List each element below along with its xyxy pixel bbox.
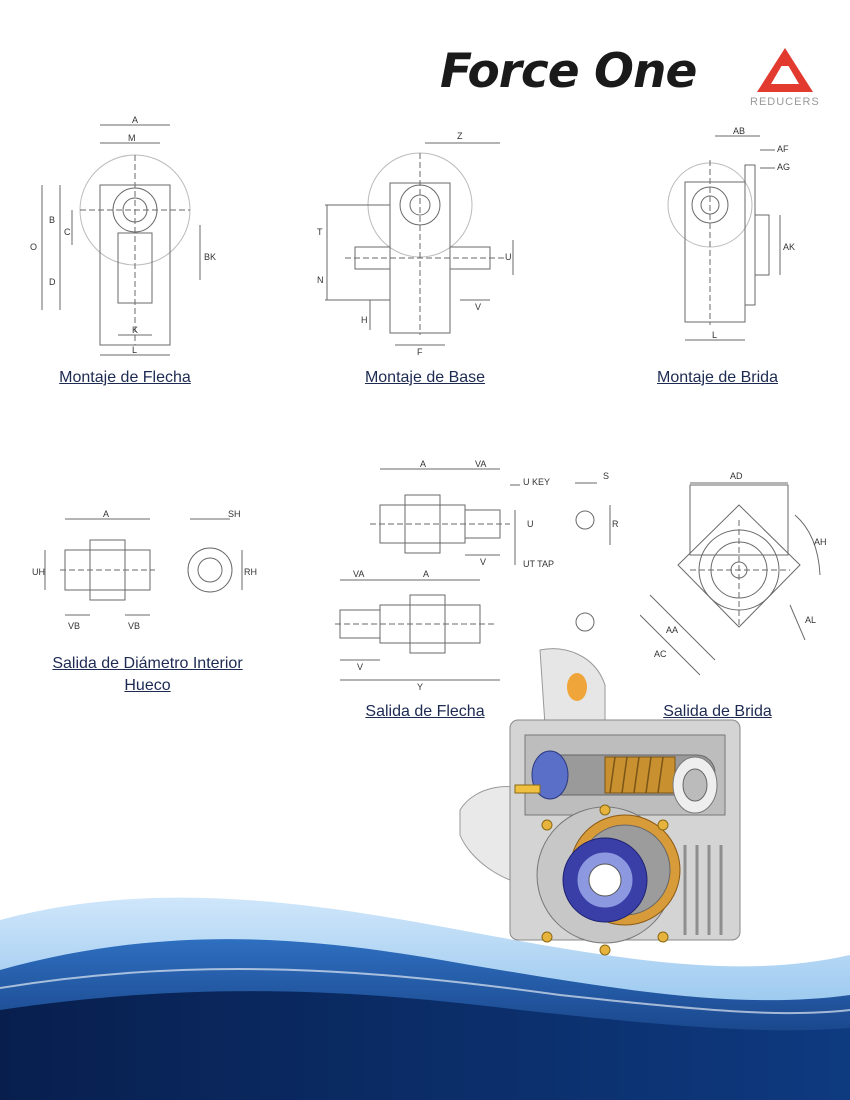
dim-va-bottom: VA bbox=[353, 569, 364, 579]
brand-logo: Force One REDUCERS bbox=[440, 40, 830, 115]
dim-aa: AA bbox=[666, 625, 678, 635]
dim-c: C bbox=[64, 227, 71, 237]
drawing-montaje-base: Z T N H U V F bbox=[315, 125, 515, 360]
dim-n: N bbox=[317, 275, 324, 285]
caption-salida-flecha: Salida de Flecha bbox=[365, 703, 485, 720]
dim-ab: AB bbox=[733, 126, 745, 136]
dim-v-bottom: V bbox=[357, 662, 363, 672]
gearbox-cutaway-illustration bbox=[459, 648, 741, 956]
caption-montaje-base: Montaje de Base bbox=[364, 369, 486, 386]
dim-ut-tap: UT TAP bbox=[523, 559, 554, 569]
dim-al: AL bbox=[805, 615, 816, 625]
dim-ah: AH bbox=[814, 537, 827, 547]
dim-uh: UH bbox=[32, 567, 45, 577]
dim-h: H bbox=[361, 315, 368, 325]
dim-k: K bbox=[132, 325, 138, 335]
dim-ad: AD bbox=[730, 471, 743, 481]
dim-af: AF bbox=[777, 144, 789, 154]
dim-a-bottom: A bbox=[423, 569, 429, 579]
dim-s: S bbox=[603, 471, 609, 481]
dim-sh: SH bbox=[228, 509, 241, 519]
dim-rh: RH bbox=[244, 567, 257, 577]
dim-vb-right: VB bbox=[128, 621, 140, 631]
dim-a: A bbox=[132, 115, 138, 125]
dim-a-top: A bbox=[420, 459, 426, 469]
dim-d: D bbox=[49, 277, 56, 287]
dim-a: A bbox=[103, 509, 109, 519]
caption-montaje-flecha: Montaje de Flecha bbox=[59, 369, 191, 386]
dim-o: O bbox=[30, 242, 37, 252]
dim-m: M bbox=[128, 133, 136, 143]
dim-ag: AG bbox=[777, 162, 790, 172]
dim-r: R bbox=[612, 519, 619, 529]
drawing-salida-hueco: A UH VB VB SH RH bbox=[30, 505, 265, 640]
dim-v: V bbox=[475, 302, 481, 312]
dim-f: F bbox=[417, 347, 423, 357]
dim-l: L bbox=[132, 345, 137, 355]
dim-u: U bbox=[505, 252, 512, 262]
dim-vb-left: VB bbox=[68, 621, 80, 631]
dim-ac: AC bbox=[654, 649, 667, 659]
brand-name: Force One bbox=[440, 44, 697, 99]
dim-v-top: V bbox=[480, 557, 486, 567]
dim-b: B bbox=[49, 215, 55, 225]
caption-montaje-brida: Montaje de Brida bbox=[657, 369, 778, 386]
dim-ak: AK bbox=[783, 242, 795, 252]
dim-u: U bbox=[527, 519, 534, 529]
dim-z: Z bbox=[457, 131, 463, 141]
dim-u-key: U KEY bbox=[523, 477, 550, 487]
dim-va-top: VA bbox=[475, 459, 486, 469]
dim-l: L bbox=[712, 330, 717, 340]
drawing-montaje-brida: AB AF AG AK L bbox=[655, 120, 805, 355]
drawing-montaje-flecha: A M O B C D BK K L bbox=[20, 115, 230, 365]
dim-t: T bbox=[317, 227, 323, 237]
dim-bk: BK bbox=[204, 252, 216, 262]
decorative-blue-wave bbox=[0, 897, 850, 1100]
caption-salida-hueco: Salida de Diámetro Interior Hueco bbox=[52, 655, 243, 694]
brand-triangle-mark bbox=[757, 48, 813, 92]
caption-salida-brida: Salida de Brida bbox=[663, 703, 772, 720]
brand-sub: REDUCERS bbox=[750, 96, 820, 108]
drawing-salida-flecha: A VA U KEY U UT TAP V S R VA A V Y bbox=[335, 455, 620, 695]
drawing-salida-brida: AD AH AA AC AL bbox=[640, 465, 830, 680]
dim-y: Y bbox=[417, 682, 423, 692]
